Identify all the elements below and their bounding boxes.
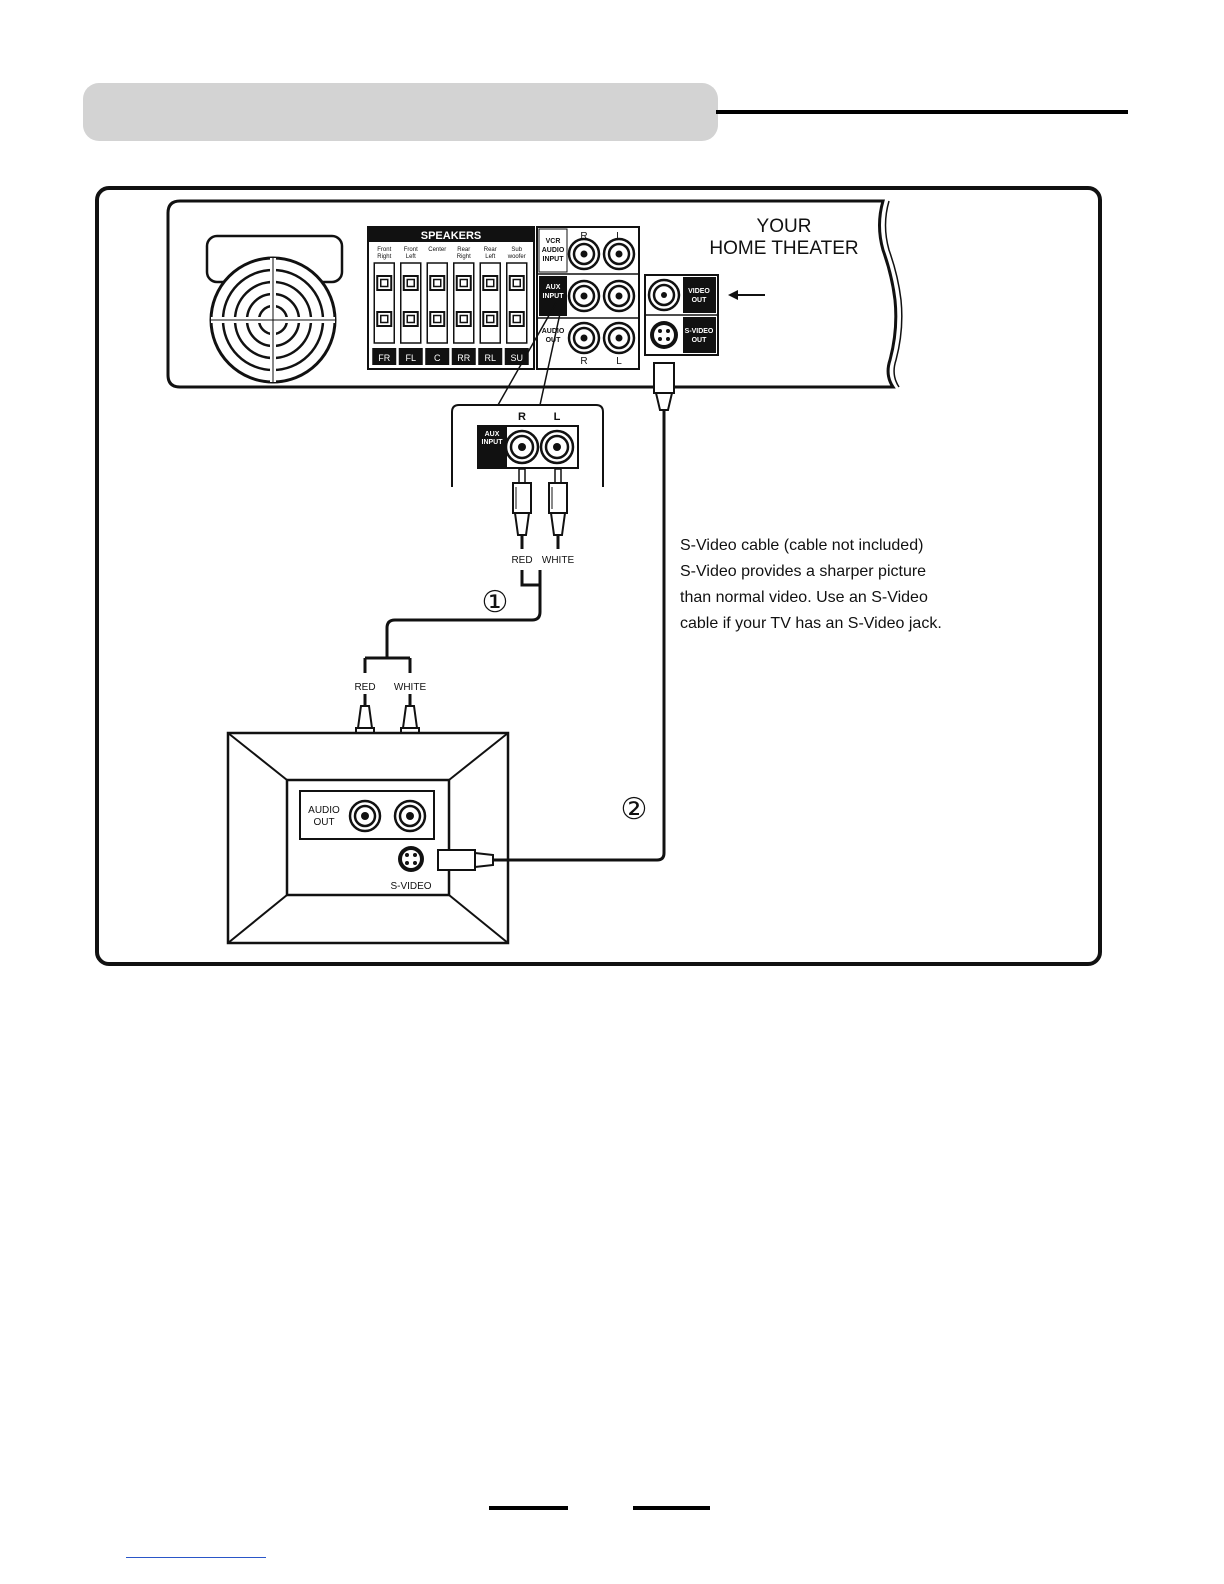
aux-jack-l [602,279,636,313]
aux-detail-l: L [554,411,561,423]
tv-audio-out-label: AUDIO [308,805,340,816]
panel-l-label-top: L [616,231,622,242]
panel-l-label-bottom: L [616,356,622,367]
speaker-name-label: Left [485,254,495,260]
aux-detail-label: AUX [485,431,500,438]
speaker-name-label: Rear [484,247,497,253]
svideo-cable [437,362,675,871]
footer-link-underline [126,1557,266,1558]
speaker-name-label: Rear [457,247,470,253]
footer-rule-right [633,1506,710,1510]
zoom-callout-lines [497,302,562,406]
aux-input-detail: AUX INPUT R L [451,404,604,487]
audio-out-label: AUDIO [542,328,565,335]
panel-r-label-bottom: R [580,356,587,367]
aux-detail-r: R [518,411,526,423]
svideo-out-label: S-VIDEO [685,328,714,335]
caption-line: S-Video provides a sharper picture [680,563,927,580]
speaker-code-label: RR [457,353,470,363]
aux-detail-jack-l [539,429,575,465]
audio-jack-block: VCR AUDIO INPUT AUX INPUT AUDIO OUT R L … [536,226,640,370]
speaker-name-label: Right [457,254,471,260]
speaker-name-label: Left [406,254,416,260]
speakers-header: SPEAKERS [421,230,482,242]
svg-text:INPUT: INPUT [543,256,565,263]
aux-input-label: AUX [546,284,561,291]
vcr-jack-l [602,237,636,271]
plug-red-label-bottom: RED [354,682,375,693]
plug-red-label-top: RED [511,555,532,566]
tv-audio-jack-red [348,799,382,833]
caption-line: than normal video. Use an S-Video [680,589,928,606]
speaker-code-label: FR [378,353,390,363]
video-out-block: VIDEO OUT S-VIDEO OUT [644,274,719,356]
rca-plug-red-top [512,468,532,549]
step-1-marker: ① [482,586,509,619]
video-out-label: VIDEO [688,288,710,295]
vcr-audio-input-label: VCR [546,238,561,245]
tv-audio-jack-white [393,799,427,833]
svg-text:AUDIO: AUDIO [542,247,565,254]
speaker-name-label: Front [404,247,418,253]
speakers-terminal-block: SPEAKERS FrontRightFRFrontLeftFLCenterCR… [367,226,535,370]
svg-text:OUT: OUT [692,297,708,304]
speaker-code-label: FL [405,353,416,363]
caption-line: S-Video cable (cable not included) [680,537,924,554]
diagram-frame [95,186,1102,966]
tv-rear: AUDIO OUT S-VIDEO [226,731,510,945]
rca-plug-white-top [548,468,568,549]
header-rule [716,110,1128,114]
device-title-line2: HOME THEATER [709,238,858,259]
speaker-name-label: Sub [511,247,522,253]
vcr-jack-r [567,237,601,271]
cooling-fan-icon [205,234,344,384]
audio-out-jack-l [602,321,636,355]
tv-svideo-label: S-VIDEO [390,881,431,892]
svg-text:INPUT: INPUT [482,439,504,446]
aux-detail-jack-r [504,429,540,465]
step-2-marker: ② [621,793,648,826]
speaker-name-label: Front [377,247,391,253]
aux-jack-r [567,279,601,313]
speaker-code-label: RL [484,353,496,363]
svideo-caption: S-Video cable (cable not included) S-Vid… [680,533,980,637]
speaker-name-label: Center [428,247,446,253]
svideo-out-jack [650,321,678,349]
panel-r-label-top: R [580,231,587,242]
section-header-banner [83,83,718,141]
svg-text:OUT: OUT [692,337,708,344]
audio-cable [363,570,542,673]
video-out-jack [647,278,681,312]
speaker-code-label: SU [510,353,523,363]
speaker-name-label: woofer [507,254,526,260]
home-theater-rear-panel: SPEAKERS FrontRightFRFrontLeftFLCenterCR… [166,199,903,389]
audio-out-jack-r [567,321,601,355]
footer-rule-left [489,1506,568,1510]
arrow-left-icon [728,290,765,300]
tv-svideo-jack [398,846,424,872]
plug-white-label-top: WHITE [542,555,575,566]
speaker-code-label: C [434,353,441,363]
speaker-name-label: Right [377,254,391,260]
plug-white-label-bottom: WHITE [394,682,427,693]
caption-line: cable if your TV has an S-Video jack. [680,615,942,632]
svg-text:OUT: OUT [313,817,334,828]
device-title-line1: YOUR [757,216,812,237]
svg-text:INPUT: INPUT [543,293,565,300]
